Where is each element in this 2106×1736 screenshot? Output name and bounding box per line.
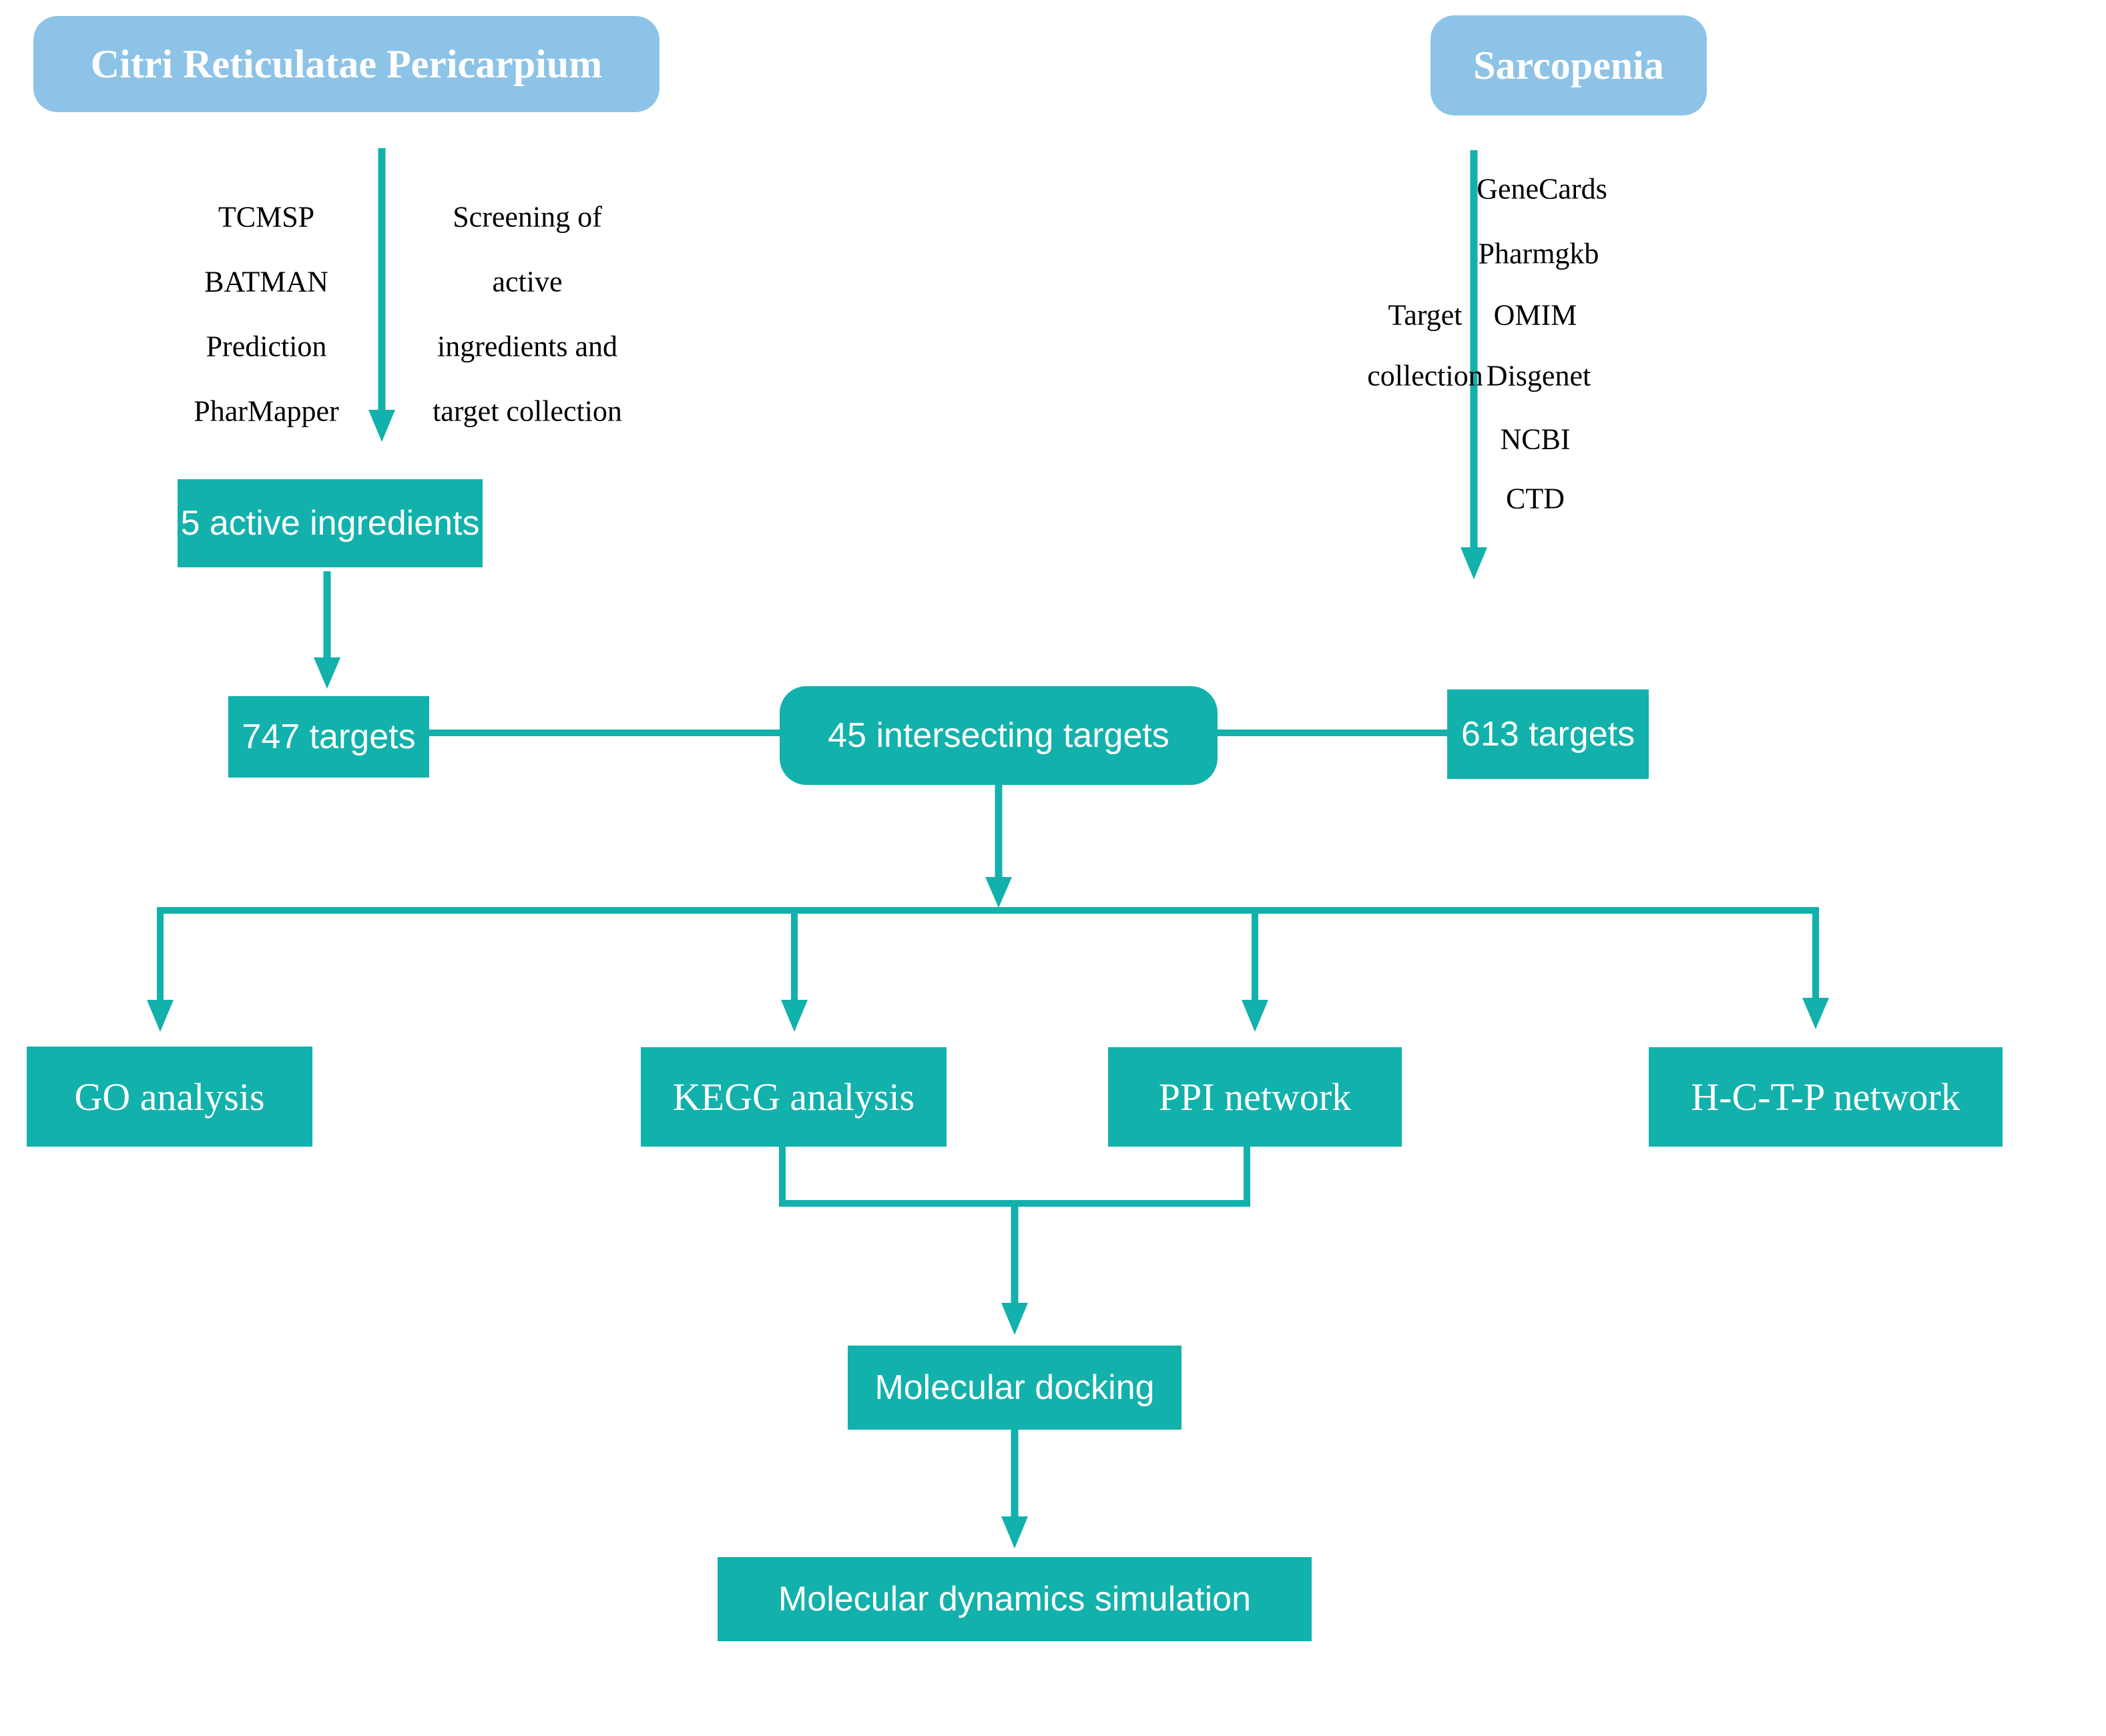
right-database-ncbi: NCBI (1500, 422, 1571, 456)
arrow-sarcopenia-head (1461, 547, 1487, 579)
left-process-line-4: target collection (433, 394, 622, 428)
hctp-network-box: H-C-T-P network (1649, 1047, 2003, 1147)
arrow-dynamics-head (1001, 1516, 1028, 1548)
arrow-kegg-head (781, 1000, 808, 1032)
molecular-dynamics-box: Molecular dynamics simulation (718, 1557, 1312, 1641)
left-database-pharmapper: PharMapper (194, 394, 339, 428)
distribution-rail (157, 907, 1819, 1000)
right-database-pharmgkb: Pharmgkb (1478, 237, 1599, 270)
active-ingredients-box: 5 active ingredients (178, 479, 483, 567)
left-process-line-1: Screening of (453, 200, 602, 234)
disease-targets-box: 613 targets (1447, 689, 1649, 779)
herb-targets-box: 747 targets (228, 696, 429, 778)
left-process-line-2: active (492, 265, 563, 298)
left-database-prediction: Prediction (206, 330, 327, 363)
arrow-hctp-head (1802, 998, 1829, 1029)
arrow-intersection-head (985, 877, 1012, 908)
disease-header-box: Sarcopenia (1430, 15, 1707, 115)
arrow-ingredients-head (314, 657, 340, 689)
right-database-disgenet: Disgenet (1486, 359, 1591, 392)
right-process-line-1: Target (1388, 298, 1463, 332)
right-database-ctd: CTD (1506, 482, 1565, 515)
arrow-go-head (147, 1000, 174, 1032)
herb-header-box: Citri Reticulatae Pericarpium (33, 16, 660, 112)
intersecting-targets-box: 45 intersecting targets (780, 686, 1218, 785)
arrow-docking-head (1001, 1303, 1028, 1335)
right-process-line-2: collection (1367, 359, 1483, 392)
right-database-omim: OMIM (1493, 298, 1577, 332)
ppi-network-box: PPI network (1108, 1047, 1402, 1147)
left-database-batman: BATMAN (204, 265, 328, 298)
arrow-ppi-head (1242, 1000, 1268, 1032)
right-database-genecards: GeneCards (1477, 172, 1607, 206)
left-process-line-3: ingredients and (437, 330, 618, 363)
molecular-docking-box: Molecular docking (848, 1346, 1181, 1430)
arrow-crp-head (368, 410, 395, 442)
kegg-analysis-box: KEGG analysis (641, 1047, 947, 1147)
join-kegg-ppi (779, 1147, 1250, 1207)
go-analysis-box: GO analysis (27, 1047, 312, 1147)
left-database-tcmsp: TCMSP (218, 200, 315, 234)
